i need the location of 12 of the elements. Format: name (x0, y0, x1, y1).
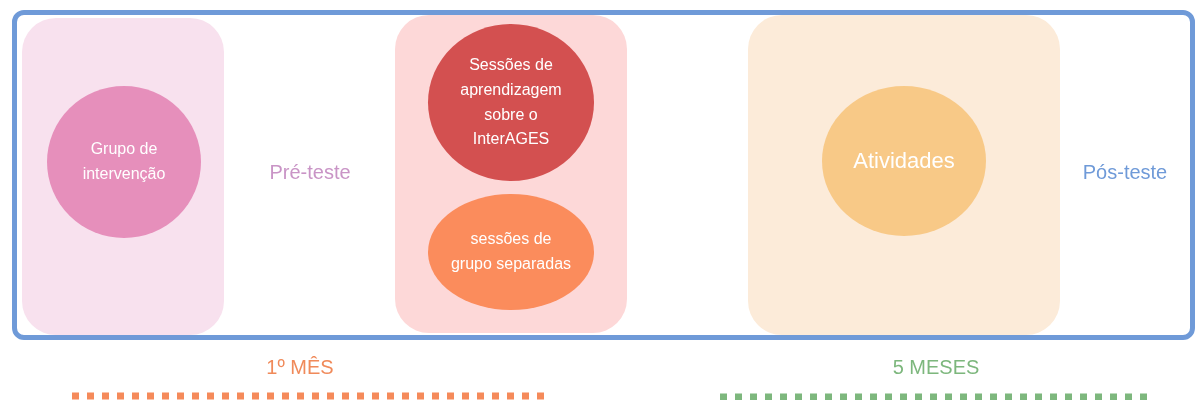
phase-panel (395, 15, 627, 333)
phase-label: Pré-teste (269, 160, 351, 184)
session-circle: sessões de grupo separadas (428, 194, 594, 310)
session-circle: Sessões de aprendizagem sobre o InterAGES (428, 24, 594, 181)
phase-panel (748, 15, 1060, 335)
group-circle: Grupo de intervenção (47, 86, 201, 238)
phase-label: Pós-teste (1082, 160, 1168, 184)
phase-panel (22, 18, 224, 335)
duration-label: 5 MESES (892, 355, 980, 379)
duration-label: 1º MÊS (266, 355, 334, 379)
activity-circle: Atividades (822, 86, 986, 236)
frame (12, 10, 1195, 340)
